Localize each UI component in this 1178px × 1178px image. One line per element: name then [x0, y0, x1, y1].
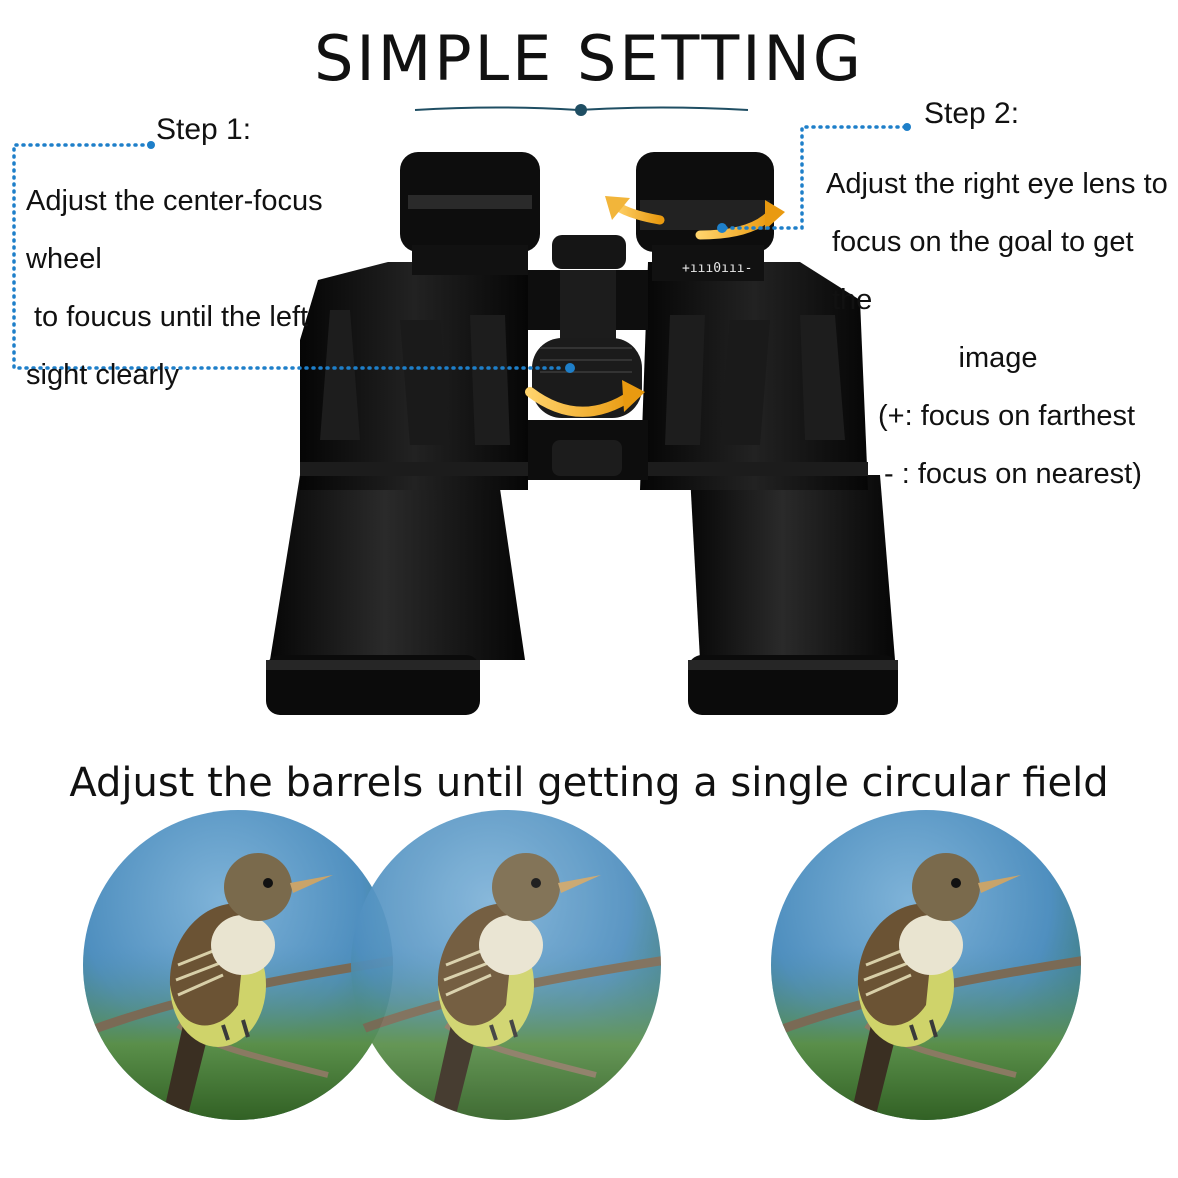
step1-line: to foucus until the left: [34, 301, 309, 333]
step2-leader: [722, 125, 907, 230]
step1-line: sight clearly: [26, 359, 180, 391]
step1-leader: [12, 143, 567, 370]
barrel-instruction: Adjust the barrels until getting a singl…: [69, 760, 1109, 806]
step1-description: Adjust the center-focus wheel to foucus …: [26, 172, 406, 404]
step2-line: (+: focus on farthest: [878, 400, 1136, 432]
step2-description: Adjust the right eye lens to focus on th…: [818, 155, 1178, 503]
title-divider: [414, 104, 749, 116]
step2-line: Adjust the right eye lens to: [826, 168, 1168, 200]
step2-line: - : focus on nearest): [884, 458, 1142, 490]
page-title: SIMPLE SETTING: [314, 22, 864, 95]
step2-line: image: [958, 342, 1038, 374]
step1-dot: [147, 141, 155, 149]
focus-wheel-dot: [565, 363, 575, 373]
eye-lens-dot: [717, 223, 727, 233]
step2-line: focus on the goal to get the: [832, 226, 1134, 316]
step1-heading: Step 1:: [156, 113, 252, 146]
binoculars-image: [266, 152, 898, 715]
step2-dot: [903, 123, 911, 131]
view-circle-left: [78, 805, 398, 1125]
diopter-scale: +ııı0ııı-: [682, 261, 752, 276]
step2-heading: Step 2:: [924, 97, 1020, 130]
view-circle-single: [766, 805, 1086, 1125]
view-circle-middle: [346, 805, 666, 1125]
step1-line: Adjust the center-focus wheel: [26, 185, 323, 275]
